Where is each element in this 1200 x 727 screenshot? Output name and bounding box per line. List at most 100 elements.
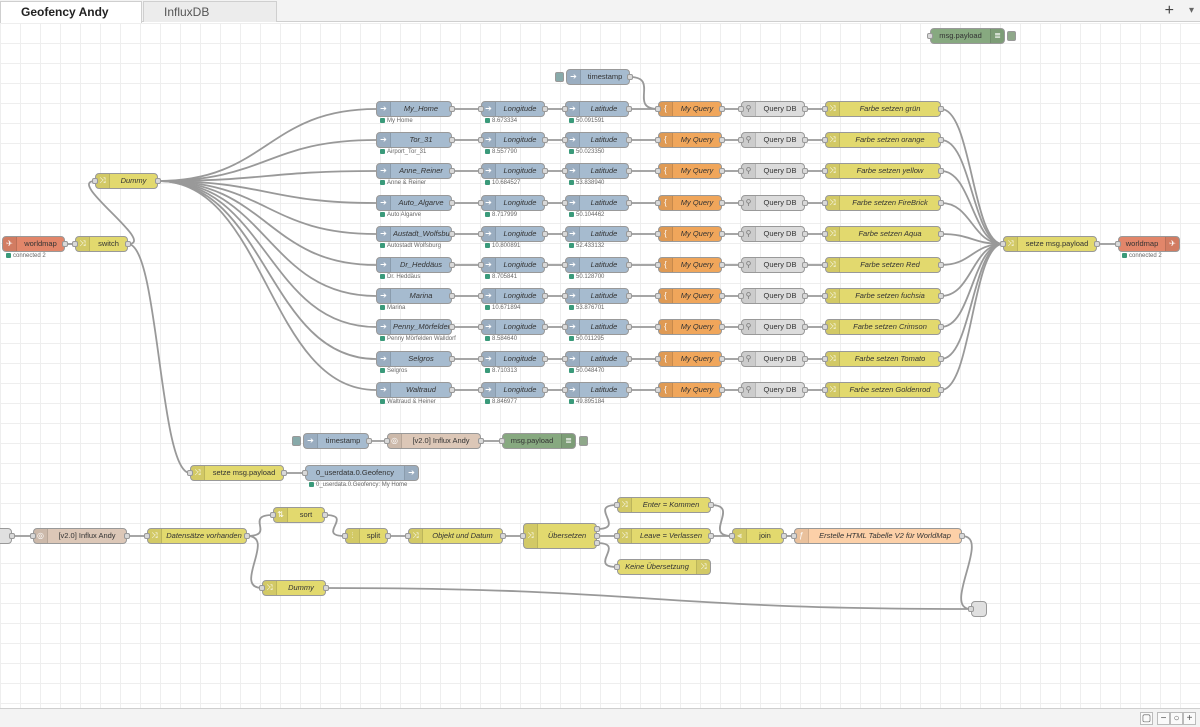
place-node[interactable]: ➔ Penny_Mörfelden — [376, 319, 455, 335]
output-port[interactable] — [719, 106, 725, 112]
query-db-node[interactable]: ⚲ Query DB — [738, 132, 808, 148]
place-node[interactable]: ➔ Anne_Reiner — [376, 163, 455, 179]
input-port[interactable] — [1000, 241, 1006, 247]
farbe-setzen-node[interactable]: ⤨ Farbe setzen fuchsia — [822, 288, 944, 304]
input-port[interactable] — [478, 231, 484, 237]
input-port[interactable] — [655, 262, 661, 268]
output-port[interactable] — [626, 106, 632, 112]
output-port[interactable] — [449, 137, 455, 143]
input-port[interactable] — [822, 231, 828, 237]
input-port[interactable] — [562, 387, 568, 393]
output-port[interactable] — [9, 533, 15, 539]
link-out-node[interactable] — [968, 601, 987, 617]
output-port[interactable] — [449, 293, 455, 299]
longitude-node[interactable]: ➔ Longitude — [478, 132, 548, 148]
longitude-node[interactable]: ➔ Longitude — [478, 351, 548, 367]
wire[interactable] — [157, 108, 377, 182]
output-port[interactable] — [449, 387, 455, 393]
farbe-setzen-node[interactable]: ⤨ Farbe setzen Tomato — [822, 351, 944, 367]
uebersetzen-node[interactable]: ⤨ Übersetzen — [520, 523, 600, 549]
input-port[interactable] — [562, 168, 568, 174]
input-port[interactable] — [520, 533, 526, 539]
wire[interactable] — [596, 504, 618, 530]
wire[interactable] — [940, 243, 1004, 360]
my-query-node[interactable]: { My Query — [655, 101, 725, 117]
output-port[interactable] — [542, 387, 548, 393]
my-query-node[interactable]: { My Query — [655, 351, 725, 367]
output-port[interactable] — [449, 262, 455, 268]
output-port[interactable] — [626, 387, 632, 393]
input-port[interactable] — [187, 470, 193, 476]
longitude-node[interactable]: ➔ Longitude — [478, 195, 548, 211]
flow-canvas[interactable]: msg.payload ≣ ➔ timestamp ✈ worldmap con… — [0, 23, 1200, 708]
wire[interactable] — [127, 243, 191, 474]
output-port[interactable] — [802, 324, 808, 330]
input-port[interactable] — [655, 168, 661, 174]
input-port[interactable] — [72, 241, 78, 247]
input-port[interactable] — [562, 324, 568, 330]
input-port[interactable] — [478, 262, 484, 268]
query-db-node[interactable]: ⚲ Query DB — [738, 257, 808, 273]
query-db-node[interactable]: ⚲ Query DB — [738, 288, 808, 304]
latitude-node[interactable]: ➔ Latitude — [562, 163, 632, 179]
split-node[interactable]: ⫶ split — [342, 528, 391, 544]
output-port[interactable] — [719, 293, 725, 299]
longitude-node[interactable]: ➔ Longitude — [478, 382, 548, 398]
output-port[interactable] — [449, 324, 455, 330]
output-port[interactable] — [125, 241, 131, 247]
output-port[interactable] — [708, 533, 714, 539]
input-port[interactable] — [270, 512, 276, 518]
output-port[interactable] — [938, 356, 944, 362]
userdata-node[interactable]: 0_userdata.0.Geofency ➔ — [302, 465, 419, 481]
setze-payload-node-right[interactable]: ⤨ setze msg.payload — [1000, 236, 1100, 252]
output-port[interactable] — [449, 356, 455, 362]
input-port[interactable] — [478, 387, 484, 393]
wire[interactable] — [246, 514, 274, 537]
output-port[interactable] — [938, 387, 944, 393]
leave-node[interactable]: ⤨ Leave = Verlassen — [614, 528, 714, 544]
inject-button[interactable] — [292, 436, 301, 446]
output-port[interactable] — [802, 356, 808, 362]
query-db-node[interactable]: ⚲ Query DB — [738, 226, 808, 242]
farbe-setzen-node[interactable]: ⤨ Farbe setzen yellow — [822, 163, 944, 179]
output-port[interactable] — [938, 293, 944, 299]
latitude-node[interactable]: ➔ Latitude — [562, 226, 632, 242]
input-port[interactable] — [614, 502, 620, 508]
input-port[interactable] — [478, 293, 484, 299]
longitude-node[interactable]: ➔ Longitude — [478, 288, 548, 304]
input-port[interactable] — [562, 293, 568, 299]
input-port[interactable] — [791, 533, 797, 539]
input-port[interactable] — [562, 106, 568, 112]
wire[interactable] — [940, 170, 1004, 245]
zoom-reset-button[interactable]: ○ — [1170, 712, 1183, 725]
input-port[interactable] — [478, 106, 484, 112]
input-port[interactable] — [342, 533, 348, 539]
debug-toggle-button[interactable] — [579, 436, 588, 446]
wire[interactable] — [157, 180, 377, 235]
wire[interactable] — [325, 587, 972, 610]
my-query-node[interactable]: { My Query — [655, 226, 725, 242]
input-port[interactable] — [822, 293, 828, 299]
tab-geofency-andy[interactable]: Geofency Andy — [0, 1, 142, 23]
longitude-node[interactable]: ➔ Longitude — [478, 163, 548, 179]
wire[interactable] — [710, 504, 733, 537]
output-port[interactable] — [626, 231, 632, 237]
place-node[interactable]: ➔ Tor_31 — [376, 132, 455, 148]
latitude-node[interactable]: ➔ Latitude — [562, 257, 632, 273]
influx-node-bottom[interactable]: ◎ [v2.0] Influx Andy — [30, 528, 130, 544]
latitude-node[interactable]: ➔ Latitude — [562, 132, 632, 148]
input-port[interactable] — [822, 387, 828, 393]
query-db-node[interactable]: ⚲ Query DB — [738, 195, 808, 211]
output-port[interactable] — [244, 533, 250, 539]
latitude-node[interactable]: ➔ Latitude — [562, 382, 632, 398]
output-port[interactable] — [322, 512, 328, 518]
output-port[interactable] — [449, 106, 455, 112]
output-port[interactable] — [719, 137, 725, 143]
place-node[interactable]: ➔ Selgros — [376, 351, 455, 367]
tab-influxdb[interactable]: InfluxDB — [143, 1, 277, 22]
input-port[interactable] — [562, 137, 568, 143]
input-port[interactable] — [478, 137, 484, 143]
wire[interactable] — [324, 514, 346, 537]
objekt-datum-node[interactable]: ⤨ Objekt und Datum — [405, 528, 506, 544]
wire[interactable] — [596, 542, 618, 568]
